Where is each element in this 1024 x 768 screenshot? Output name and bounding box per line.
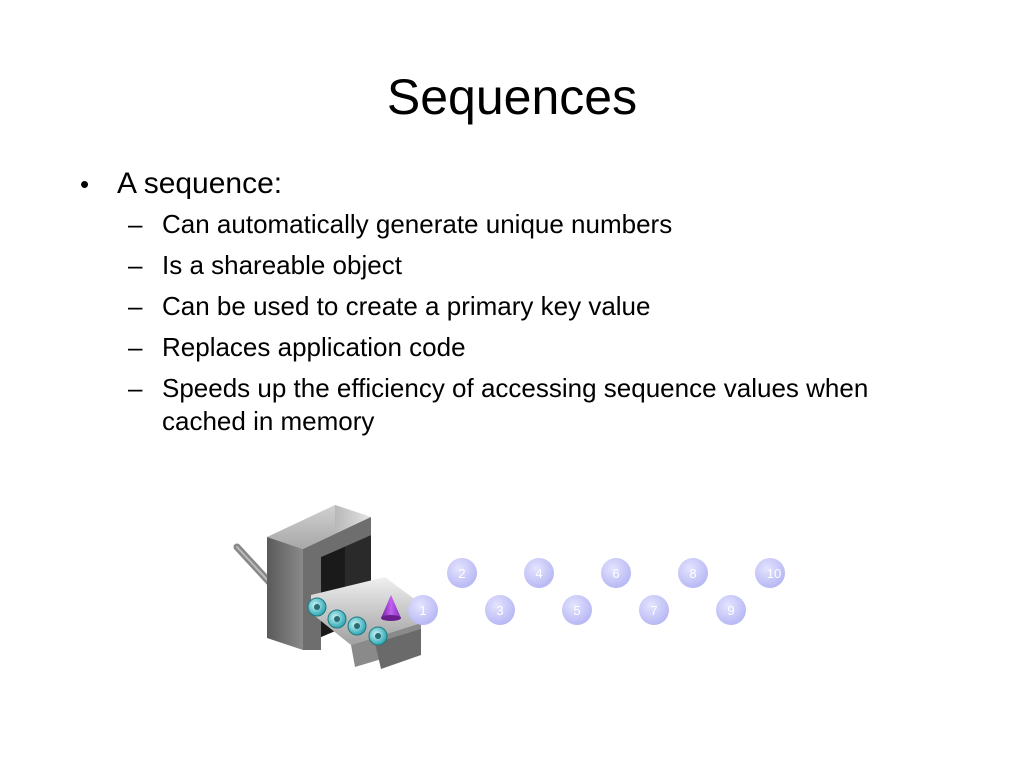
sub-bullet: – Speeds up the efficiency of accessing … xyxy=(128,372,940,438)
sub-bullet-text: Replaces application code xyxy=(162,332,466,362)
sub-bullet-text: Is a shareable object xyxy=(162,250,402,280)
bullet-marker: • xyxy=(80,169,90,199)
svg-text:4: 4 xyxy=(535,566,542,581)
sequence-ball: 7 xyxy=(639,595,669,625)
svg-text:1: 1 xyxy=(419,603,426,618)
svg-text:3: 3 xyxy=(496,603,503,618)
sub-bullet: – Can automatically generate unique numb… xyxy=(128,208,940,241)
slide-body: • A sequence: – Can automatically genera… xyxy=(80,164,940,446)
dash-marker: – xyxy=(128,250,143,280)
product-cone-icon xyxy=(381,595,401,621)
sub-bullet-text: Can automatically generate unique number… xyxy=(162,209,673,239)
sequence-balls-top: 2 4 6 8 10 xyxy=(447,558,785,588)
svg-text:6: 6 xyxy=(612,566,619,581)
svg-text:7: 7 xyxy=(650,603,657,618)
dash-marker: – xyxy=(128,332,143,362)
sequence-ball: 1 xyxy=(408,595,438,625)
sequence-ball: 10 xyxy=(755,558,785,588)
sub-bullet-list: – Can automatically generate unique numb… xyxy=(80,208,940,438)
sequence-balls-bottom: 1 3 5 7 9 xyxy=(408,595,746,625)
sequence-ball: 9 xyxy=(716,595,746,625)
sequence-ball: 8 xyxy=(678,558,708,588)
sequence-machine-illustration: 2 4 6 8 10 1 xyxy=(233,505,785,669)
sub-bullet-text: Speeds up the efficiency of accessing se… xyxy=(162,373,869,436)
sub-bullet-text: Can be used to create a primary key valu… xyxy=(162,291,651,321)
svg-text:10: 10 xyxy=(767,566,781,581)
sub-bullet: – Is a shareable object xyxy=(128,249,940,282)
sequence-ball: 5 xyxy=(562,595,592,625)
main-bullet-text: A sequence: xyxy=(117,167,283,200)
conveyor-belt xyxy=(307,577,425,669)
sequence-ball: 2 xyxy=(447,558,477,588)
sequence-ball: 3 xyxy=(485,595,515,625)
sub-bullet: – Can be used to create a primary key va… xyxy=(128,290,940,323)
slide-title: Sequences xyxy=(386,69,638,125)
main-bullet: • A sequence: xyxy=(80,164,940,204)
svg-text:5: 5 xyxy=(573,603,580,618)
svg-text:8: 8 xyxy=(689,566,696,581)
sub-bullet: – Replaces application code xyxy=(128,331,940,364)
sequence-ball: 4 xyxy=(524,558,554,588)
dash-marker: – xyxy=(128,373,143,403)
dash-marker: – xyxy=(128,209,143,239)
svg-text:2: 2 xyxy=(458,566,465,581)
dash-marker: – xyxy=(128,291,143,321)
sequence-ball: 6 xyxy=(601,558,631,588)
svg-text:9: 9 xyxy=(727,603,734,618)
